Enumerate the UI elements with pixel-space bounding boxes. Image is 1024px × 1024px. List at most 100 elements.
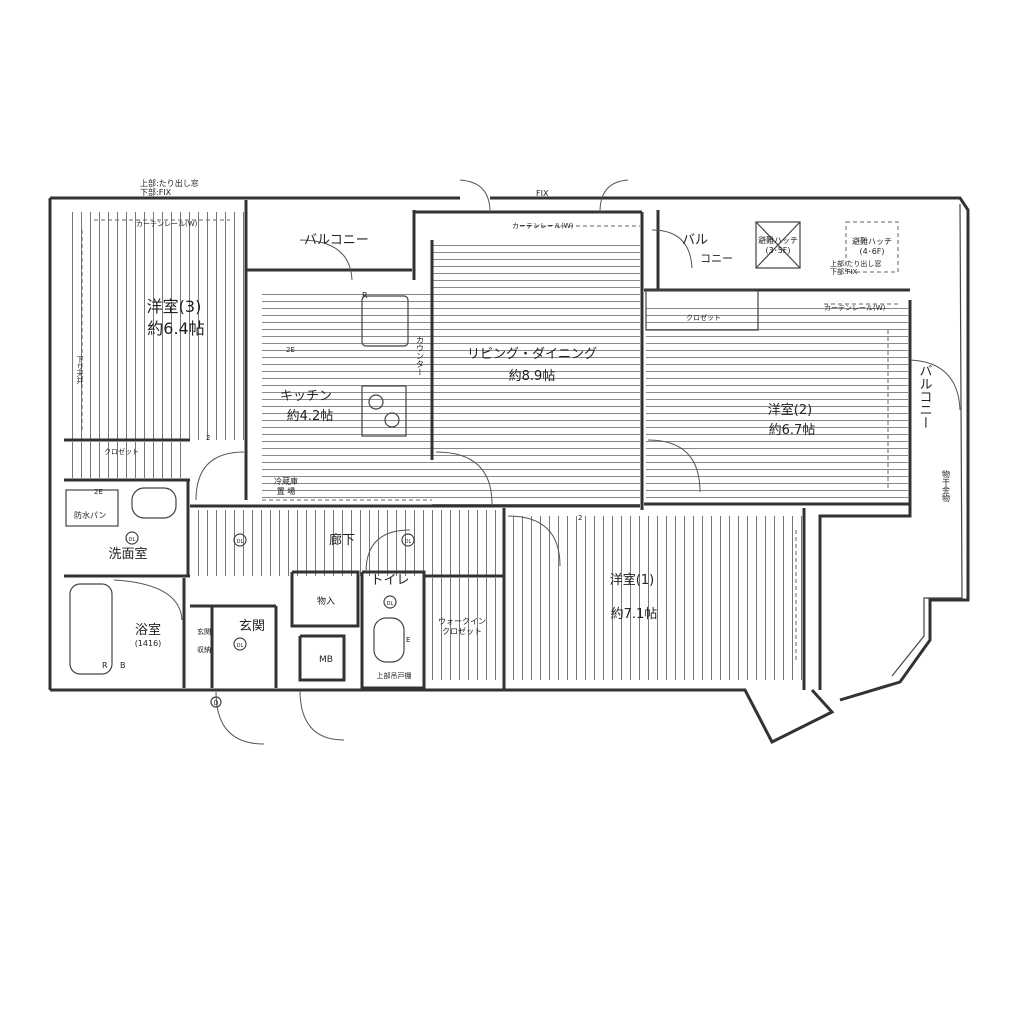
wall-mb bbox=[298, 634, 346, 682]
corridor-floor bbox=[192, 510, 504, 576]
room-western1-name: 洋室(1) bbox=[610, 572, 654, 588]
balcony-parapet-inner bbox=[891, 203, 963, 677]
door-entrance bbox=[215, 691, 265, 745]
mark-r-a: R bbox=[362, 291, 368, 300]
room-washroom: 洗面室 bbox=[108, 546, 147, 562]
door-top-fix-2 bbox=[599, 179, 629, 213]
window-note-left-2: 下部:FIX bbox=[140, 187, 172, 197]
counter-label: カウンター bbox=[416, 336, 425, 376]
window-note-left-1: 上部:たり出し窓 bbox=[140, 178, 199, 188]
curtain-rail-label-2: カーテンレール(W) bbox=[512, 222, 574, 230]
closet3-label: クロゼット bbox=[104, 447, 139, 456]
window-note-right-1: 上部:たり出し窓 bbox=[830, 259, 881, 268]
door-bath bbox=[113, 579, 183, 621]
dl-marker bbox=[383, 595, 397, 609]
door-front bbox=[299, 689, 345, 741]
room-entrance: 玄関 bbox=[239, 619, 265, 634]
closet3-floor bbox=[66, 442, 188, 478]
dl-marker bbox=[233, 637, 247, 651]
mark-e: E bbox=[406, 636, 410, 644]
mark-2e-a: 2E bbox=[286, 346, 295, 354]
upper-cabinet-label: 上部吊戸棚 bbox=[377, 671, 412, 680]
drop-ceiling-label: 下り天井 bbox=[76, 356, 84, 385]
drying-rack-label: 物干金物 bbox=[942, 469, 951, 503]
room-western3-size: 約6.4帖 bbox=[147, 319, 204, 338]
door-top-fix-1 bbox=[459, 179, 491, 213]
hatch-46 bbox=[845, 221, 899, 273]
room-toilet: トイレ bbox=[370, 573, 409, 588]
room-western1-size: 約7.1帖 bbox=[611, 607, 658, 622]
hatch-46-label-1: 避難ハッチ bbox=[852, 236, 892, 246]
balcony-parapet bbox=[490, 196, 970, 702]
entrance-storage-line1: 玄関 bbox=[197, 627, 211, 636]
curtain-rail-label-1: カーテンレール(W) bbox=[136, 220, 198, 228]
western3-floor bbox=[66, 212, 244, 440]
western2-floor bbox=[646, 306, 908, 502]
balcony-right-label: バルコニー bbox=[917, 364, 933, 429]
door-living bbox=[435, 451, 493, 505]
dl-text-3: DL bbox=[405, 539, 412, 545]
room-western2-size: 約6.7帖 bbox=[769, 423, 816, 438]
fridge-label-1: 冷蔵庫 bbox=[274, 476, 298, 486]
door-w3 bbox=[195, 451, 245, 501]
dl-text-5: DL bbox=[387, 601, 394, 607]
door-w1 bbox=[507, 515, 561, 567]
d-marker bbox=[210, 696, 222, 708]
hatch-35-label-2: (3･5F) bbox=[765, 246, 790, 255]
hatch-35 bbox=[755, 221, 801, 269]
room-kitchen-size: 約4.2帖 bbox=[287, 409, 334, 424]
living-floor bbox=[432, 240, 640, 508]
fridge-label-2: 置 場 bbox=[277, 486, 296, 496]
outer-wall-right bbox=[818, 300, 912, 690]
closet-w2 bbox=[645, 289, 759, 331]
bathtub bbox=[69, 583, 113, 675]
balcony-mid-label-2: コニー bbox=[700, 252, 733, 265]
wall-storage-room bbox=[290, 570, 360, 628]
wall-toilet bbox=[360, 570, 426, 690]
dl-marker bbox=[401, 533, 415, 547]
toilet-bowl bbox=[373, 617, 405, 663]
room-western2-name: 洋室(2) bbox=[768, 402, 812, 418]
walkin-line2: クロゼット bbox=[442, 626, 482, 636]
balcony-top-label: バルコニー bbox=[304, 233, 369, 248]
door-toilet bbox=[365, 529, 411, 573]
mark-b: B bbox=[120, 661, 126, 670]
walkin-line1: ウォークイン bbox=[438, 617, 486, 626]
sink bbox=[361, 295, 409, 347]
fix-note: FIX bbox=[536, 189, 549, 198]
room-kitchen-name: キッチン bbox=[280, 389, 332, 404]
room-bathroom-spec: (1416) bbox=[135, 639, 162, 648]
walkin-floor bbox=[426, 578, 502, 680]
dl-marker bbox=[125, 531, 139, 545]
window-note-right-2: 下部:FIX bbox=[830, 267, 857, 276]
door-balcony-mid bbox=[651, 229, 693, 269]
mark-2e-b: 2E bbox=[94, 488, 103, 496]
stove bbox=[361, 385, 407, 437]
outer-wall-bottom-right bbox=[406, 688, 835, 745]
room-mb: MB bbox=[319, 655, 333, 665]
hatch-35-label-1: 避難ハッチ bbox=[758, 235, 798, 245]
room-western3-name: 洋室(3) bbox=[147, 297, 202, 316]
closet2-label: クロゼット bbox=[686, 313, 721, 322]
door-balcony-right bbox=[909, 359, 961, 411]
room-storage: 物入 bbox=[317, 595, 335, 607]
washbasin bbox=[131, 487, 177, 519]
room-living-size: 約8.9帖 bbox=[509, 369, 556, 384]
mark-d: D bbox=[214, 700, 219, 707]
kitchen-floor bbox=[262, 290, 432, 500]
dl-text-1: DL bbox=[129, 537, 136, 543]
western1-floor bbox=[506, 516, 802, 680]
waterproof-pan-label: 防水パン bbox=[74, 510, 106, 520]
dl-marker bbox=[233, 533, 247, 547]
mark-2-b: 2 bbox=[578, 514, 582, 522]
room-corridor: 廊下 bbox=[329, 532, 355, 548]
door-w2 bbox=[647, 439, 701, 493]
waterproof-pan-box bbox=[65, 489, 119, 527]
dl-text-4: DL bbox=[237, 643, 244, 649]
balcony-mid-label-1: バル bbox=[682, 233, 708, 248]
hatch-46-label-2: (4･6F) bbox=[859, 247, 884, 256]
door-balcony-top bbox=[299, 239, 353, 281]
curtain-rail-label-3: カーテンレール(W) bbox=[824, 304, 886, 312]
entrance-storage-line2: 収納 bbox=[197, 645, 211, 654]
